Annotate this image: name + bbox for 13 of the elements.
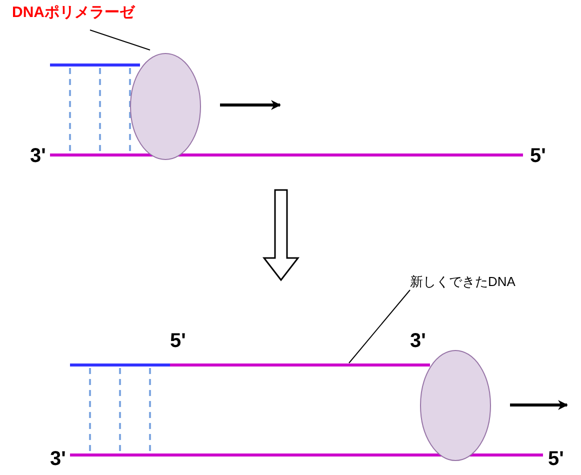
strand-end-label: 5': [530, 145, 546, 167]
strand-end-label: 3': [30, 145, 46, 167]
strand-end-label: 5': [170, 330, 186, 352]
strand-end-label: 5': [548, 448, 564, 470]
leader-line: [90, 30, 150, 50]
polymerase-ellipse: [130, 53, 201, 160]
polymerase-ellipse: [420, 350, 491, 461]
strand-end-label: 3': [410, 330, 426, 352]
leader-line: [348, 290, 410, 364]
callout-label: DNAポリメラーゼ: [12, 2, 134, 24]
strand-end-label: 3': [50, 448, 66, 470]
new-dna-strand: [170, 363, 430, 367]
callout-label: 新しくできたDNA: [410, 272, 516, 292]
